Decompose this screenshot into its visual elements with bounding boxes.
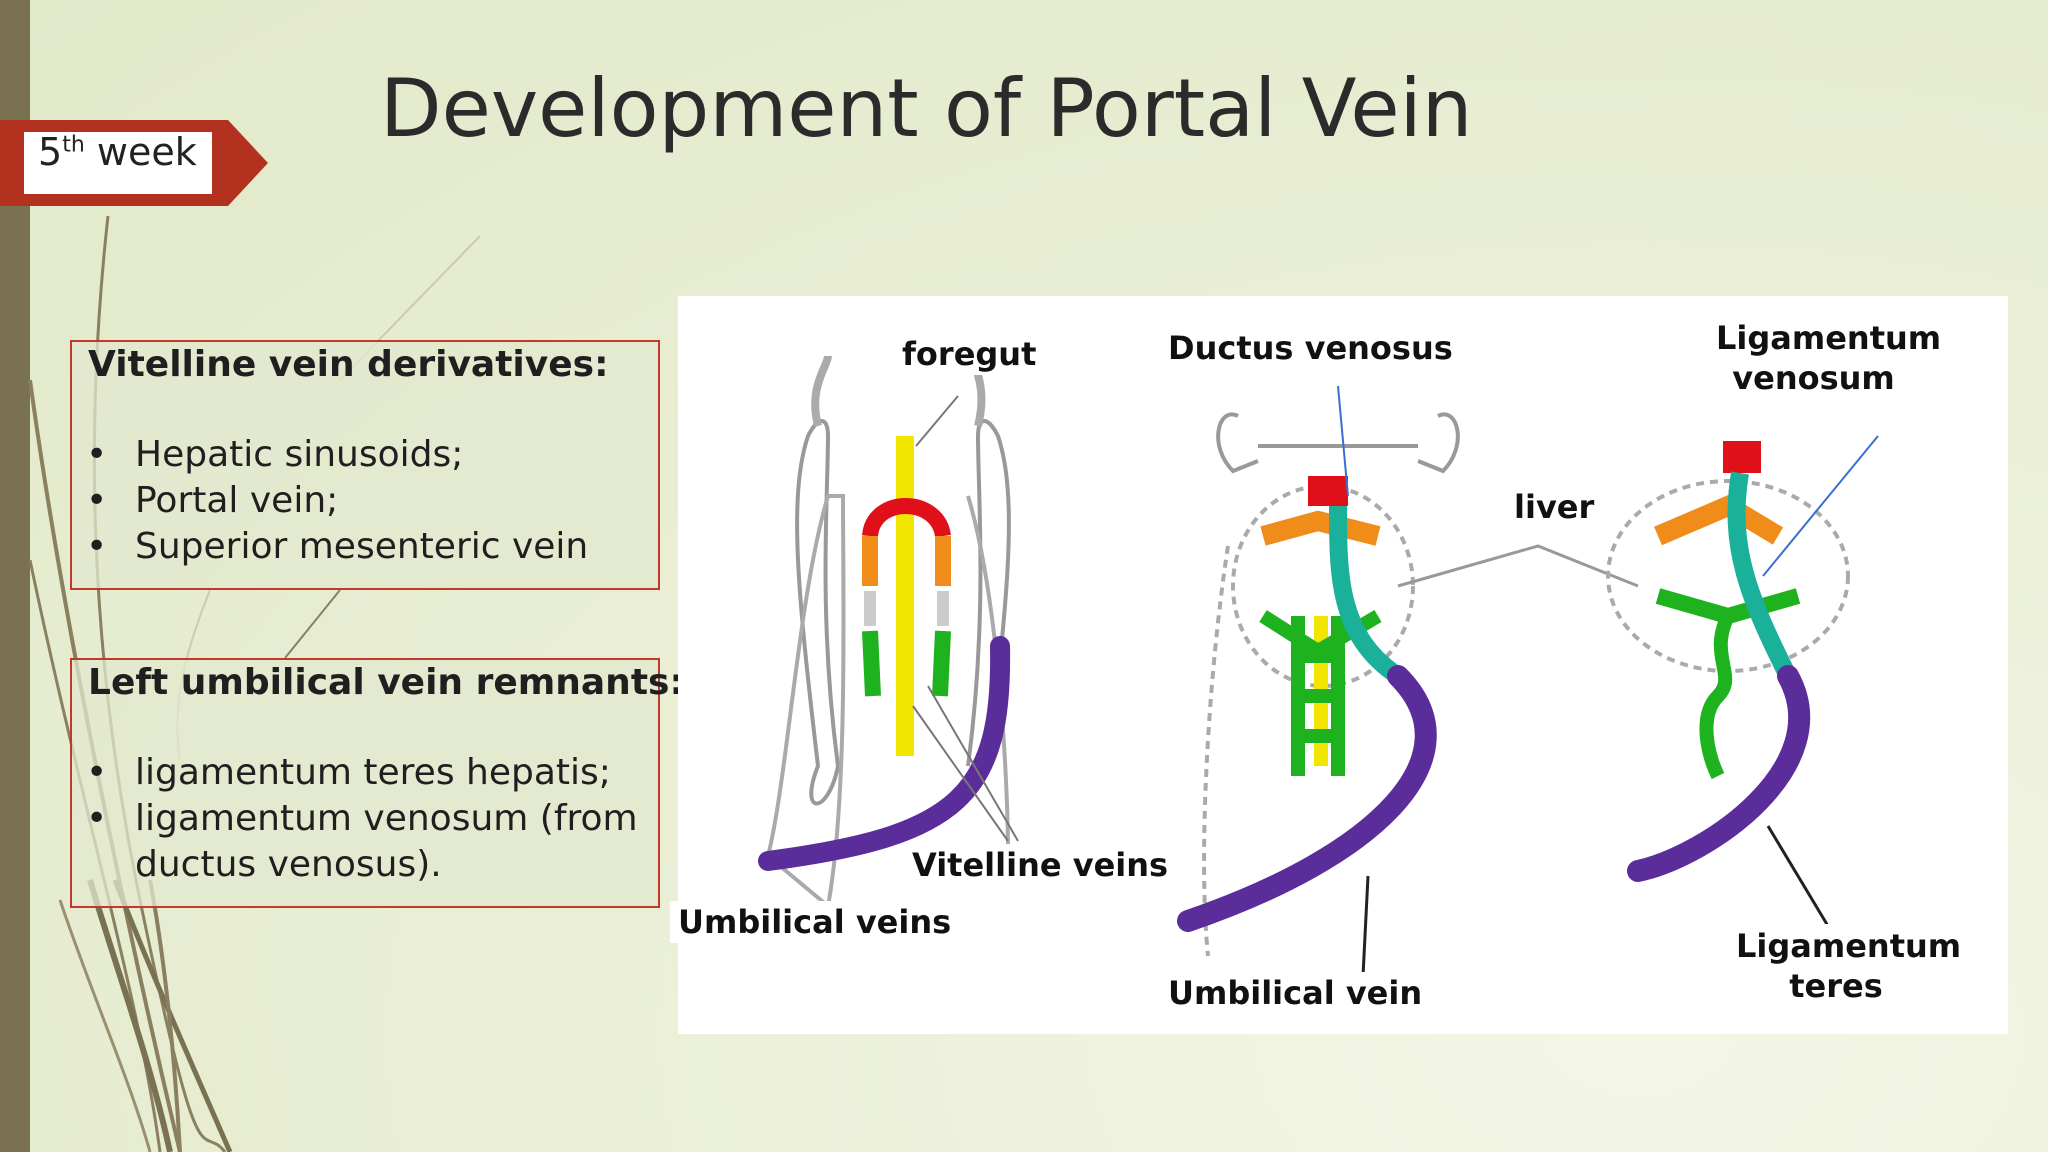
label-ligamentum-venosum: Ligamentum venosum — [1708, 316, 1941, 400]
list-item: Hepatic sinusoids; — [72, 432, 645, 478]
page-title: Development of Portal Vein — [380, 62, 1473, 155]
umbilical-remnants-box: Left umbilical vein remnants: ligamentum… — [70, 658, 684, 908]
list-item: Superior mesenteric vein — [72, 524, 645, 570]
stage-2-drawing — [1177, 385, 1639, 977]
umbilical-heading: Left umbilical vein remnants: — [88, 662, 684, 703]
label-ligamentum-teres: Ligamentum teres — [1728, 924, 1961, 1008]
umbilical-list: ligamentum teres hepatis; ligamentum ven… — [72, 750, 645, 888]
label-vitelline-veins: Vitelline veins — [904, 844, 1177, 886]
week-tag — [0, 120, 270, 206]
label-ductus-venosus: Ductus venosus — [1160, 327, 1461, 369]
vitelline-list: Hepatic sinusoids; Portal vein; Superior… — [72, 432, 645, 570]
list-item: ligamentum teres hepatis; — [72, 750, 645, 796]
list-item: ligamentum venosum (from ductus venosus)… — [72, 796, 645, 888]
label-liver: liver — [1506, 486, 1603, 528]
portal-vein-diagram: foregut Ductus venosus Ligamentum venosu… — [670, 296, 2008, 1034]
stage-3-drawing — [1606, 435, 1879, 927]
label-umbilical-vein: Umbilical vein — [1160, 972, 1431, 1014]
vitelline-heading: Vitelline vein derivatives: — [88, 344, 609, 385]
label-foregut: foregut — [894, 333, 1045, 375]
stage-1-drawing — [758, 355, 1019, 910]
diagram-drawing — [758, 355, 1879, 977]
label-umbilical-veins: Umbilical veins — [670, 901, 960, 943]
list-item: Portal vein; — [72, 478, 645, 524]
week-label: 5th week — [38, 130, 197, 174]
vitelline-derivatives-box: Vitelline vein derivatives: Hepatic sinu… — [70, 340, 660, 590]
